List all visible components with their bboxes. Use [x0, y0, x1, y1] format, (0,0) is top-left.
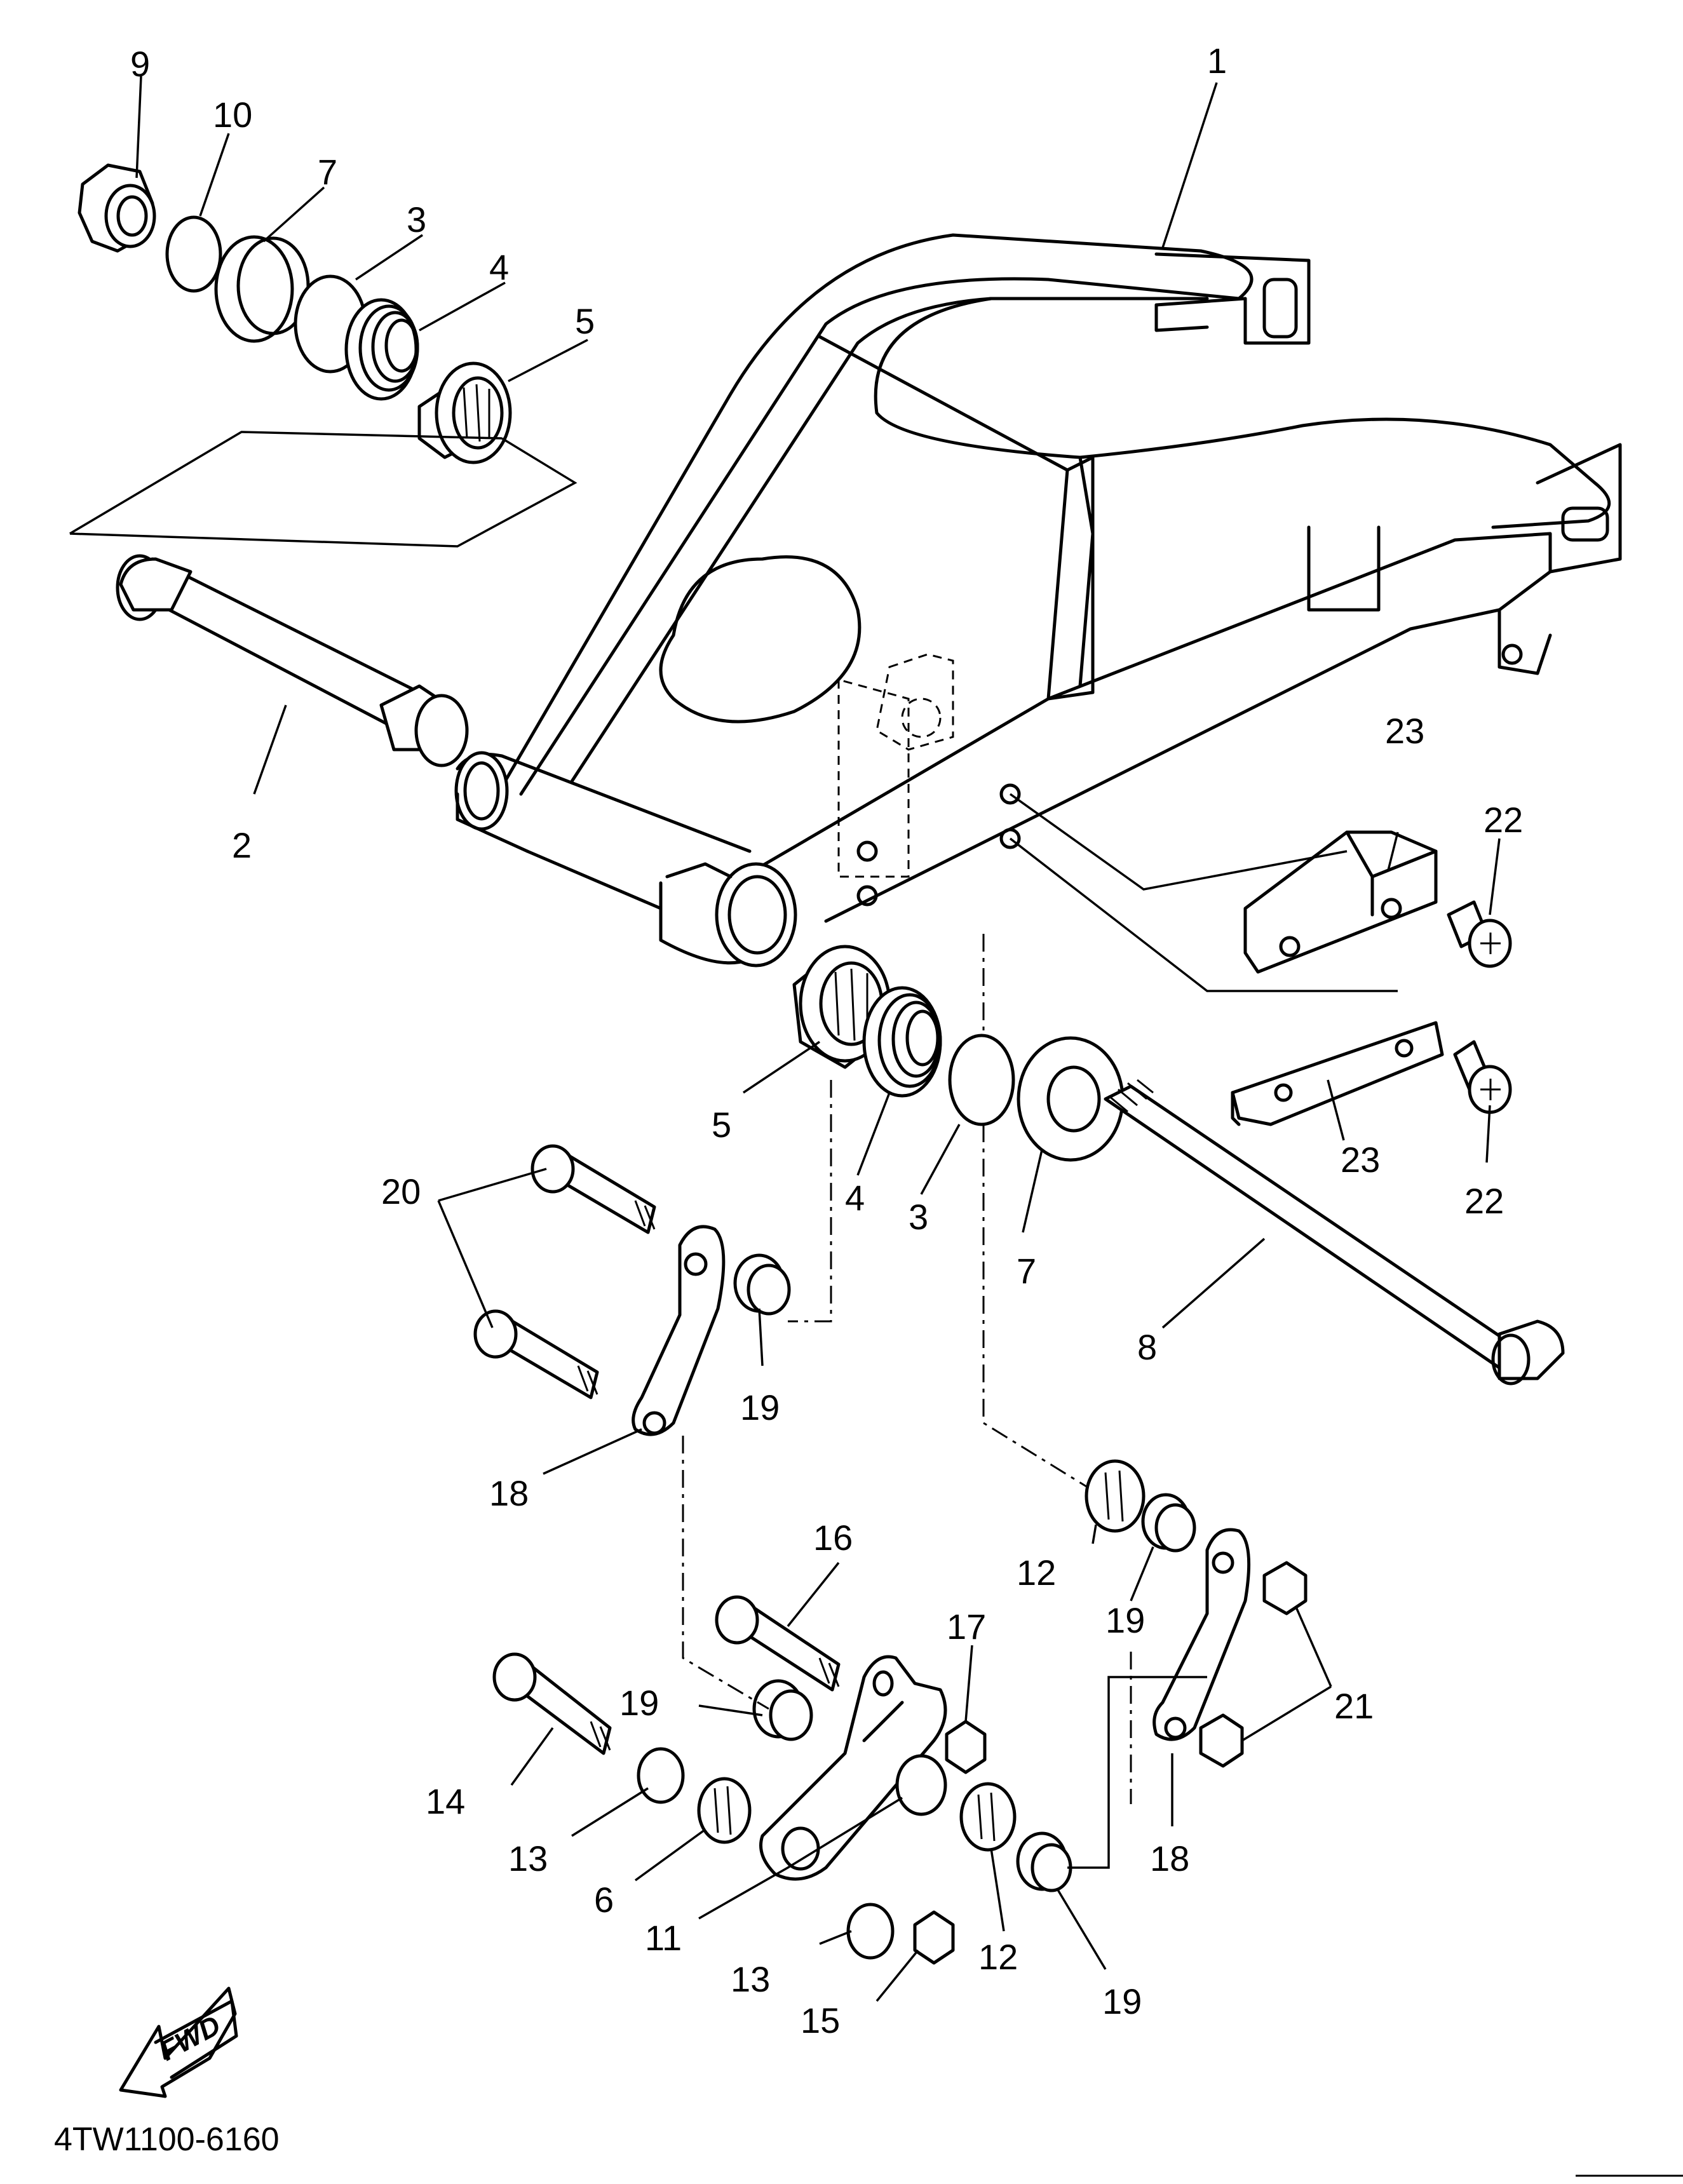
nut-9 [78, 163, 156, 253]
screw-22-lower [1453, 1040, 1512, 1114]
bolt-14 [492, 1652, 612, 1755]
fwd-arrow: FWD [119, 1986, 238, 2098]
callout-12-lower: 12 [978, 1937, 1018, 1977]
link-arm-18-left [632, 1225, 726, 1436]
nut-17 [945, 1720, 987, 1774]
oil-seal-4-lower [862, 986, 942, 1098]
relay-arm-11 [759, 1655, 947, 1881]
collar-19-c [1016, 1831, 1072, 1892]
callout-4-lower: 4 [845, 1178, 865, 1218]
swingarm [454, 233, 1622, 967]
callout-labels: 1 2 3 3 4 4 5 5 6 7 7 8 9 10 11 12 12 13… [130, 41, 1523, 2040]
nut-15 [913, 1910, 955, 1965]
callout-4-upper: 4 [489, 247, 509, 287]
callout-19-c: 19 [1105, 1600, 1145, 1640]
callout-9: 9 [130, 44, 150, 84]
callout-5-lower: 5 [712, 1105, 731, 1145]
callout-15: 15 [801, 2000, 840, 2040]
leader-lines [135, 76, 1501, 2002]
pivot-bolt-8 [1104, 1079, 1565, 1385]
bolts-20 [473, 1144, 656, 1399]
callout-3-upper: 3 [407, 199, 426, 239]
callout-8: 8 [1137, 1327, 1157, 1367]
collar-7 [214, 235, 310, 343]
screw-22-upper [1447, 900, 1512, 968]
callout-19-b: 19 [619, 1683, 659, 1723]
collar-19-b [752, 1679, 813, 1741]
callout-3-lower: 3 [909, 1197, 928, 1237]
bolt-16 [715, 1595, 841, 1692]
link-arm-18-right [1152, 1528, 1251, 1741]
callout-18-left: 18 [489, 1473, 529, 1513]
chain-guide-23-lower [1231, 1021, 1444, 1126]
callout-5-upper: 5 [575, 301, 595, 341]
callout-23-upper: 23 [1385, 711, 1424, 751]
callout-13-left: 13 [508, 1838, 548, 1878]
washer-ring [895, 1754, 947, 1816]
washer-3-lower [948, 1034, 1015, 1126]
callout-19-a: 19 [740, 1387, 780, 1427]
bearing-12-b [1085, 1459, 1146, 1533]
nut-21-upper [1262, 1561, 1308, 1615]
callout-20: 20 [381, 1171, 421, 1211]
collar-19-d [1141, 1493, 1196, 1553]
callout-10: 10 [213, 95, 252, 135]
nut-21-lower [1199, 1713, 1244, 1768]
callout-22-lower: 22 [1464, 1181, 1504, 1221]
callout-14: 14 [426, 1781, 465, 1821]
collar-13-a [637, 1747, 685, 1804]
oil-seal-4 [344, 298, 419, 401]
callout-1: 1 [1207, 41, 1227, 81]
bearing-12-a [959, 1782, 1017, 1852]
collar-13-b [846, 1903, 895, 1960]
callout-11: 11 [645, 1918, 682, 1958]
collar-19-a [733, 1253, 791, 1316]
pivot-shaft-2 [116, 554, 469, 767]
callout-22-upper: 22 [1484, 800, 1523, 840]
callout-7-lower: 7 [1017, 1251, 1036, 1291]
callout-13-lower: 13 [731, 1959, 770, 1999]
callout-12-upper: 12 [1017, 1553, 1056, 1593]
callout-21: 21 [1334, 1686, 1374, 1726]
callout-23-lower: 23 [1341, 1140, 1380, 1180]
callout-2: 2 [232, 825, 252, 865]
callout-6: 6 [594, 1880, 614, 1920]
callout-7-upper: 7 [318, 152, 337, 192]
part-code: 4TW1100-6160 [54, 2121, 280, 2158]
callout-19-d: 19 [1102, 1981, 1142, 2021]
callout-16: 16 [813, 1518, 853, 1558]
washer-10 [165, 215, 222, 293]
bearing-6 [697, 1777, 752, 1844]
callout-17: 17 [947, 1607, 986, 1647]
callout-18-right: 18 [1150, 1838, 1189, 1878]
bearing-5-upper [417, 361, 512, 464]
